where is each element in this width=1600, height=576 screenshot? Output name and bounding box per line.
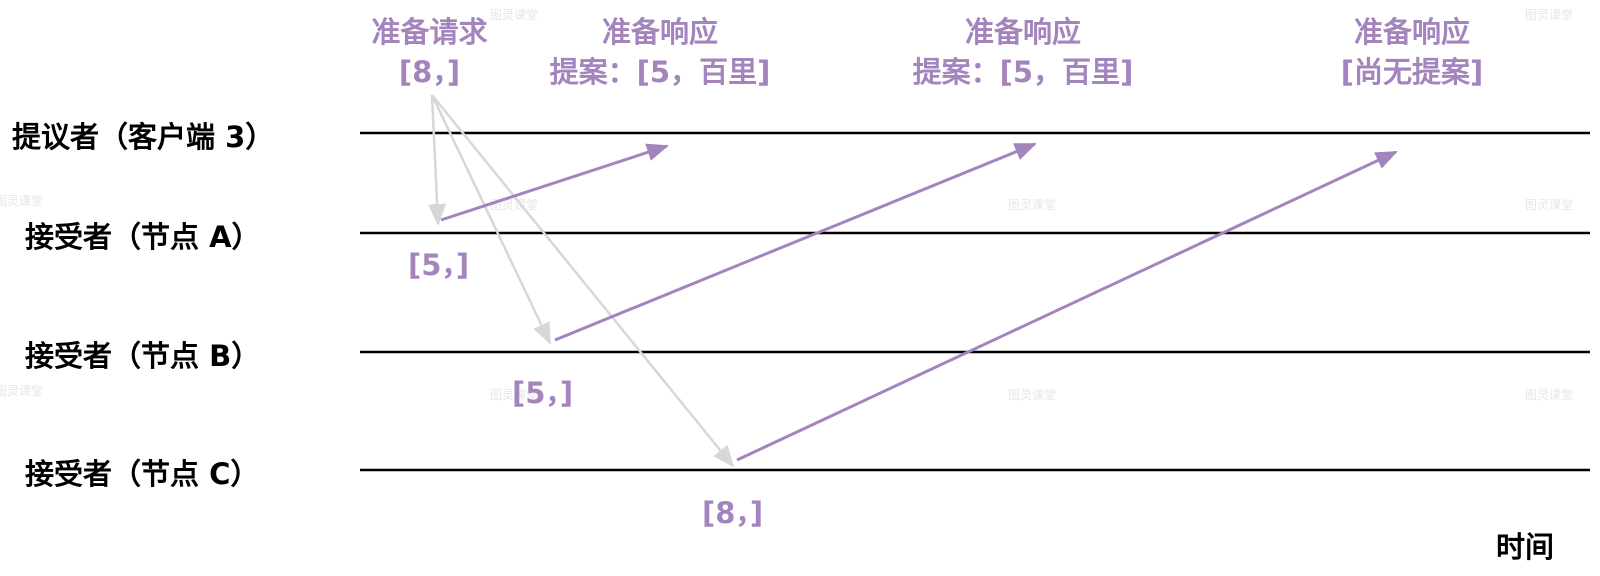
watermark: 图灵课堂 bbox=[1525, 198, 1574, 212]
prepare-response-annotation-a: 准备响应 提案：[5，百里] bbox=[530, 12, 790, 92]
watermark: 图灵课堂 bbox=[1008, 388, 1057, 402]
prepare-response-annotation-c: 准备响应 [尚无提案] bbox=[1312, 12, 1512, 92]
time-axis-label: 时间 bbox=[1496, 530, 1555, 564]
prepare-request-arrow-c bbox=[431, 94, 735, 468]
prepare-response-title: 准备响应 bbox=[1353, 15, 1470, 49]
participant-acceptor-b: 接受者（节点 B） bbox=[25, 339, 261, 373]
prepare-response-annotation-b: 准备响应 提案：[5，百里] bbox=[893, 12, 1153, 92]
watermark: 图灵课堂 bbox=[0, 194, 44, 208]
prepare-request-arrow-a bbox=[428, 94, 447, 226]
prepare-request-annotation: 准备请求 [8，] bbox=[357, 12, 502, 92]
prepare-response-value: 提案：[5，百里] bbox=[549, 55, 771, 89]
watermark: 图灵课堂 bbox=[1008, 198, 1057, 212]
prepare-response-arrow-c bbox=[736, 150, 1398, 462]
acceptor-c-state: [8，] bbox=[702, 496, 764, 530]
prepare-request-arrow-b bbox=[430, 94, 552, 345]
prepare-response-value: [尚无提案] bbox=[1340, 55, 1484, 89]
prepare-request-value: [8，] bbox=[398, 55, 461, 89]
watermark: 图灵课堂 bbox=[490, 8, 539, 22]
watermark: 图灵课堂 bbox=[1525, 8, 1574, 22]
prepare-response-value: 提案：[5，百里] bbox=[912, 55, 1134, 89]
prepare-response-title: 准备响应 bbox=[964, 15, 1081, 49]
watermark: 图灵课堂 bbox=[0, 384, 44, 398]
participant-proposer: 提议者（客户端 3） bbox=[12, 120, 275, 154]
watermark: 图灵课堂 bbox=[1525, 388, 1574, 402]
prepare-response-arrow-b bbox=[554, 142, 1037, 342]
participant-acceptor-a: 接受者（节点 A） bbox=[25, 220, 261, 254]
prepare-request-title: 准备请求 bbox=[371, 15, 488, 49]
prepare-response-title: 准备响应 bbox=[601, 15, 718, 49]
watermark: 图灵课堂 bbox=[490, 388, 539, 402]
prepare-response-arrow-a bbox=[440, 143, 669, 222]
acceptor-a-state: [5，] bbox=[408, 248, 470, 282]
acceptor-b-state: [5，] bbox=[512, 376, 574, 410]
participant-acceptor-c: 接受者（节点 C） bbox=[25, 457, 260, 491]
